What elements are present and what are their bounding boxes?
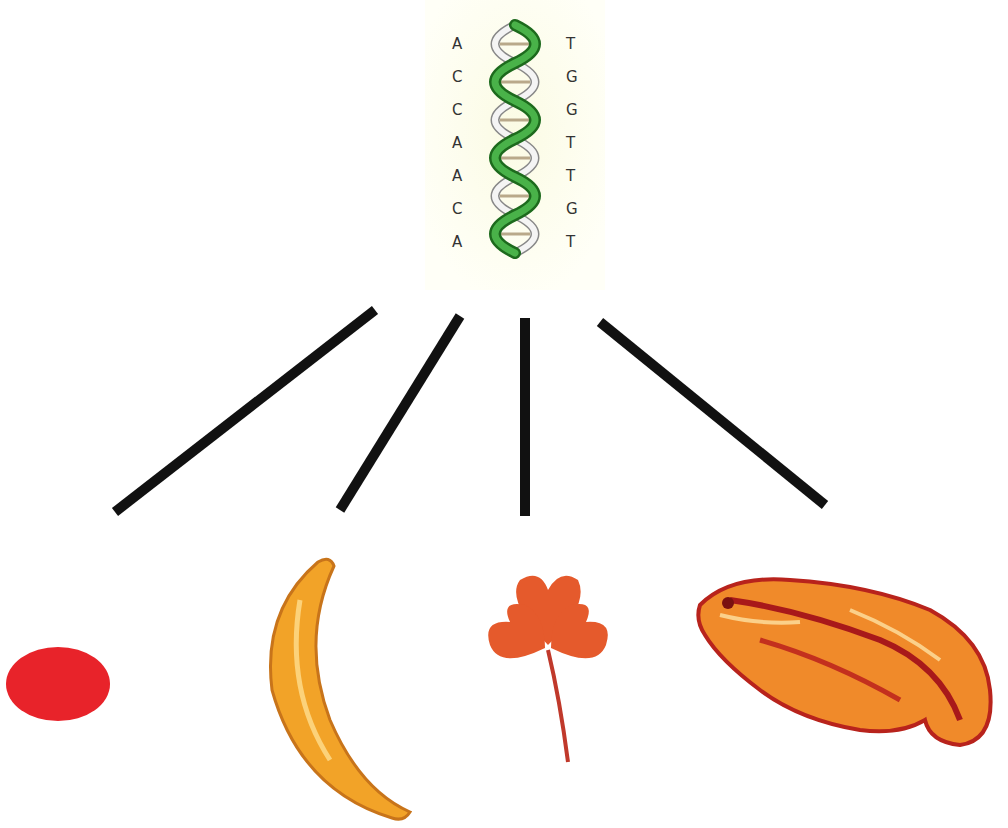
branch-lines bbox=[115, 310, 825, 516]
base-letter: T bbox=[566, 36, 575, 52]
base-letter: G bbox=[566, 201, 578, 217]
base-letter: C bbox=[452, 201, 462, 217]
base-letter: A bbox=[452, 135, 462, 151]
base-letter: T bbox=[566, 168, 575, 184]
helix-strand bbox=[495, 25, 535, 253]
base-letter: T bbox=[566, 135, 575, 151]
base-letter: C bbox=[452, 69, 462, 85]
helix-strand bbox=[495, 25, 535, 253]
base-letter: G bbox=[566, 69, 578, 85]
banana-icon bbox=[270, 559, 410, 819]
base-letter: A bbox=[452, 168, 462, 184]
base-letter: A bbox=[452, 234, 462, 250]
base-letter: G bbox=[566, 102, 578, 118]
frog-icon bbox=[698, 579, 990, 745]
base-letter: A bbox=[452, 36, 462, 52]
base-letter: C bbox=[452, 102, 462, 118]
banana-highlight bbox=[296, 600, 330, 760]
clover-icon bbox=[488, 576, 608, 762]
cell-icon bbox=[6, 647, 110, 721]
helix-strand bbox=[495, 25, 535, 253]
dna-background bbox=[425, 0, 605, 290]
helix-strand bbox=[495, 25, 535, 253]
base-letter: T bbox=[566, 234, 575, 250]
